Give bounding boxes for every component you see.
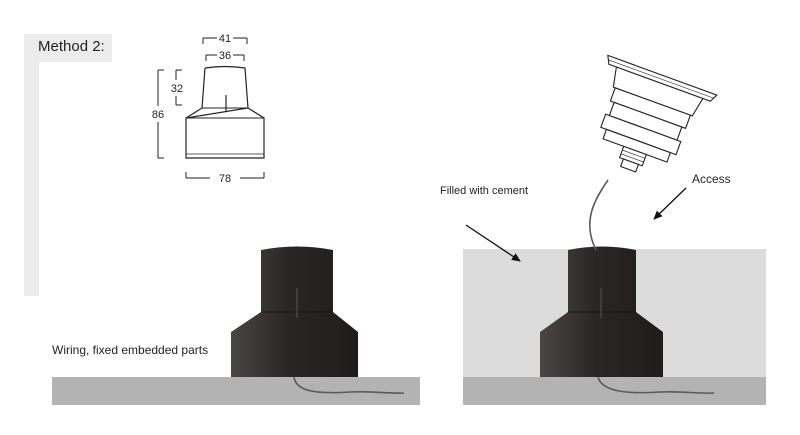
dim-total-height: [157, 69, 164, 159]
right-scene: [463, 179, 766, 405]
dim-top-inner: [205, 54, 245, 61]
filled-arrow: [465, 224, 521, 262]
dim-label-top-inner: 36: [219, 50, 231, 62]
downlight-lamp: [600, 54, 718, 173]
dim-label-total-height: 86: [152, 109, 164, 121]
dim-label-top-outer: 41: [219, 33, 231, 45]
ground-slab-right: [463, 377, 766, 405]
wiring-label: Wiring, fixed embedded parts: [52, 343, 208, 357]
ground-slab-left: [52, 377, 420, 405]
dim-base-width: [185, 172, 265, 179]
method-title: Method 2:: [38, 38, 105, 55]
dim-neck-height: [175, 69, 182, 106]
dim-label-neck-height: 32: [171, 83, 183, 95]
dimension-drawing: [157, 37, 265, 179]
wiring-cable-left: [293, 376, 405, 395]
wiring-cable-right: [597, 376, 715, 395]
method-title-box: [30, 34, 112, 62]
dim-label-base-width: 78: [219, 173, 231, 185]
access-label: Access: [692, 172, 731, 186]
lamp-trim: [607, 54, 718, 102]
filled-label: Filled with cement: [440, 185, 528, 197]
fixture-outline: [185, 65, 265, 159]
lamp-body-ring-1: [612, 66, 704, 117]
dim-top-outer: [202, 37, 248, 44]
left-panel-strip: [24, 34, 39, 296]
lamp-cable: [588, 179, 609, 251]
lamp-gland-nut: [619, 158, 640, 173]
access-arrow: [653, 187, 687, 220]
left-scene: [52, 246, 420, 405]
